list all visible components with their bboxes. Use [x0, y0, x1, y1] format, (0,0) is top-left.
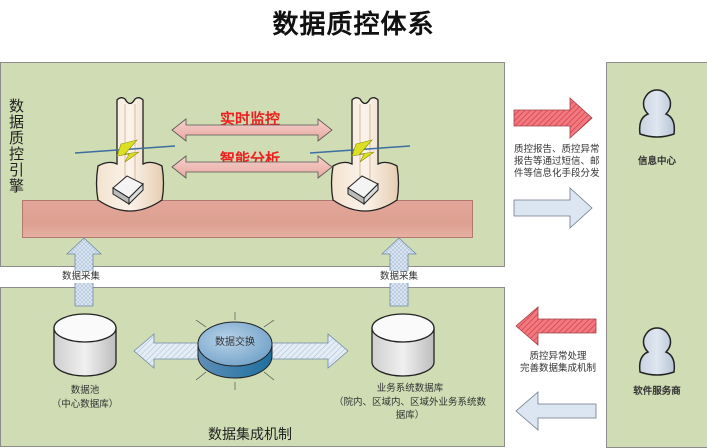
report-text-line: 件等信息化手段分发: [514, 168, 600, 179]
exception-handling-text: 质控异常处理 完善数据集成机制: [510, 351, 606, 375]
business-db-sub-line2: 据库）: [395, 410, 425, 421]
report-text-line: 质控报告、质控异常: [514, 144, 600, 155]
engine-tower-right: [309, 97, 411, 212]
business-db-name: 业务系统数据库: [376, 383, 444, 394]
handle-text-line: 质控异常处理: [529, 351, 587, 362]
info-center-label: 信息中心: [637, 156, 676, 167]
handle-text-line: 完善数据集成机制: [519, 363, 596, 374]
diagram-title: 数据质控体系: [272, 10, 435, 40]
report-text-line: 报告等通过短信、邮: [514, 156, 600, 167]
exception-handling-arrow: [515, 306, 597, 346]
engine-base-bar: [22, 200, 473, 238]
business-db-sub-line1: （院内、区域内、区域外业务系统数: [333, 397, 486, 408]
smart-analysis-arrow: [171, 155, 333, 179]
business-database-icon: [371, 313, 435, 377]
data-pool-sub: （中心数据库）: [51, 399, 119, 410]
data-exchange-hub-icon: [195, 312, 275, 390]
vendor-feedback-arrow: [515, 391, 597, 431]
report-dispatch-arrow: [513, 97, 593, 139]
data-exchange-label: 数据交换: [215, 337, 255, 348]
engine-tower-left: [74, 97, 176, 212]
data-integration-label: 数据集成机制: [208, 427, 292, 443]
realtime-monitor-arrow: [171, 118, 333, 142]
server-box-icon: [347, 175, 379, 206]
data-collect-label-right: 数据采集: [378, 271, 421, 283]
data-collect-label-left: 数据采集: [60, 271, 103, 283]
data-pool-name: 数据池: [70, 385, 100, 396]
quality-engine-label: 数据质控引擎: [7, 98, 25, 194]
info-forward-arrow: [513, 187, 593, 229]
report-dispatch-text: 质控报告、质控异常 报告等通过短信、邮 件等信息化手段分发: [514, 144, 606, 180]
server-box-icon: [112, 175, 144, 206]
software-vendor-person-icon: [638, 327, 676, 376]
realtime-monitor-label: 实时监控: [219, 110, 280, 128]
software-vendor-label: 软件服务商: [633, 386, 681, 397]
info-center-person-icon: [638, 89, 676, 138]
data-pool-database-icon: [53, 313, 117, 377]
